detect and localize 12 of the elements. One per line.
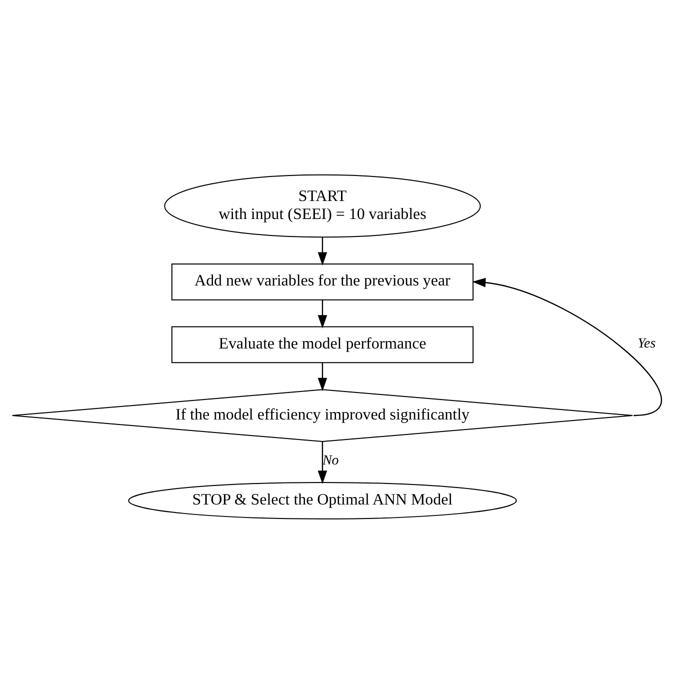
- edge-label: No: [322, 454, 339, 469]
- arrow: [472, 278, 662, 416]
- arrow: [318, 237, 328, 266]
- node-box: Evaluate the model performance: [171, 326, 474, 364]
- node-ellipse: START with input (SEEI) = 10 variables: [164, 174, 481, 238]
- arrow: [318, 362, 328, 392]
- node-ellipse: STOP & Select the Optimal ANN Model: [128, 482, 517, 520]
- arrow: [318, 300, 328, 328]
- edge-label: Yes: [638, 336, 656, 352]
- arrow: [318, 441, 328, 484]
- node-diamond: If the model efficiency improved significantly: [12, 389, 634, 442]
- node-box: Add new variables for the previous year: [171, 263, 474, 300]
